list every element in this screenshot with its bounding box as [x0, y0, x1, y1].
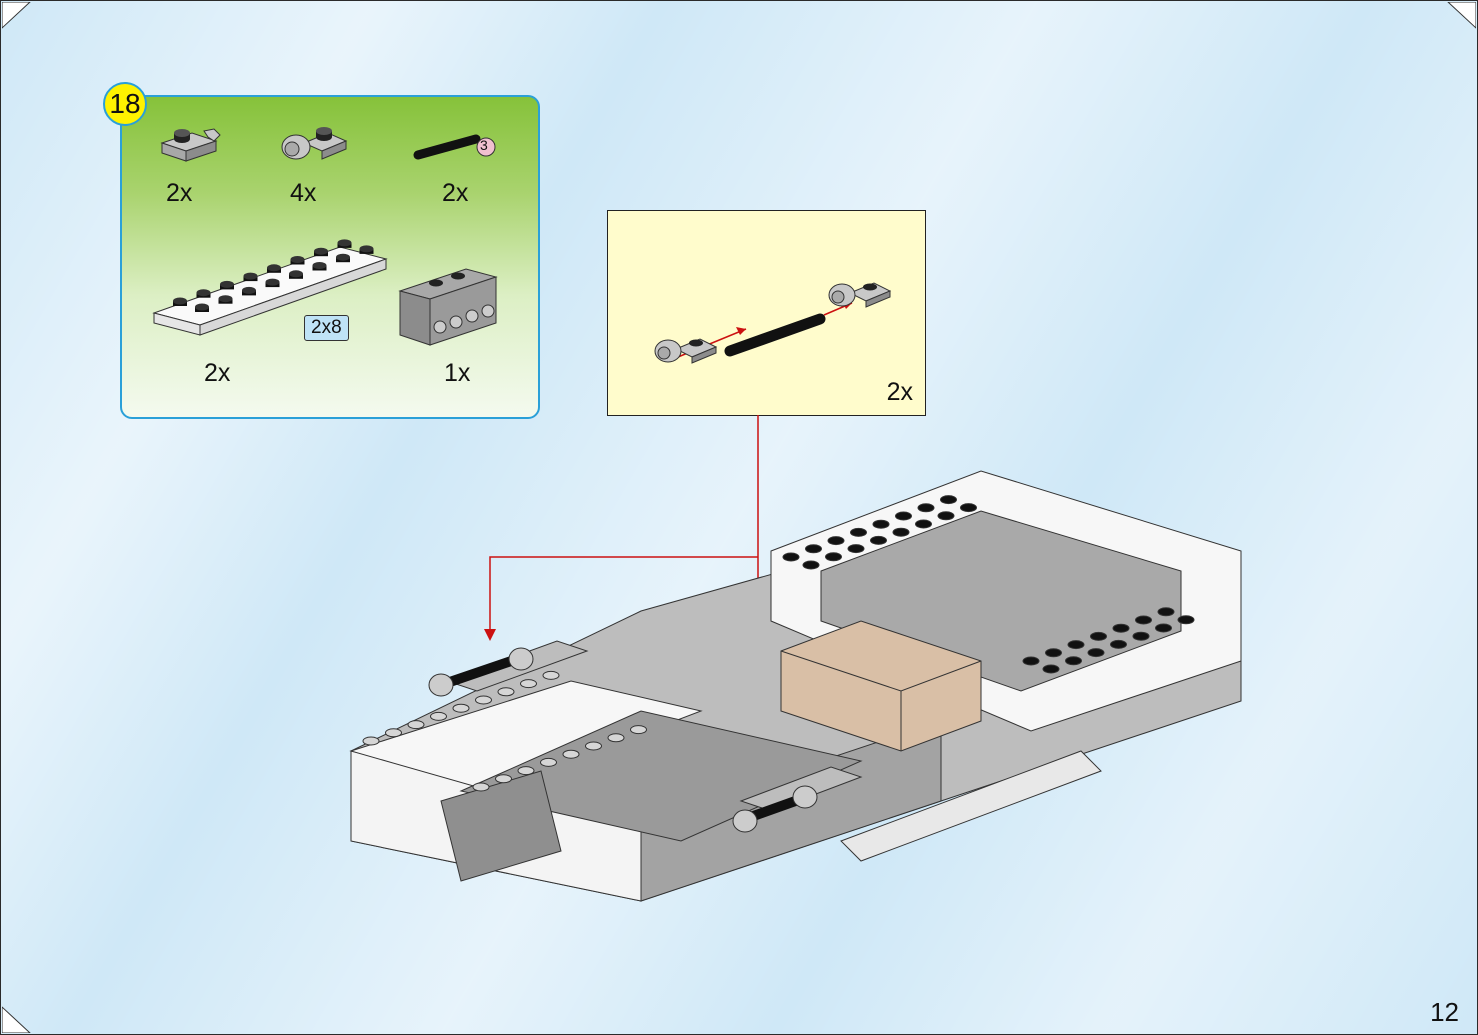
stud-top [289, 270, 303, 278]
model-stud [1135, 615, 1152, 625]
model-stud [1045, 648, 1062, 658]
model-stud [407, 720, 425, 730]
model-stud [1177, 615, 1195, 625]
model-stud [585, 741, 602, 751]
model-stud [362, 736, 380, 746]
model-stud [517, 766, 535, 776]
model-stud [452, 703, 470, 713]
bar-with-socket-plates-assembly-icon [654, 282, 892, 364]
black-bar-part-icon [413, 134, 496, 160]
model-stud [892, 527, 910, 537]
page-number: 12 [1430, 997, 1459, 1027]
model-stud [430, 711, 447, 721]
vehicle-chassis-model-illustration [349, 470, 1242, 902]
part-qty: 2x [166, 179, 193, 207]
stud-top [220, 280, 234, 288]
stud-top [336, 253, 350, 261]
stud-top [290, 256, 305, 263]
model-stud [607, 733, 625, 743]
model-stud [562, 749, 580, 759]
part-qty: 2x [204, 359, 231, 387]
model-stud [520, 679, 537, 689]
model-stud [917, 503, 935, 513]
step-number-badge: 18 [103, 82, 147, 126]
model-stud [1110, 639, 1127, 649]
part-qty: 2x [442, 179, 469, 207]
callout-qty: 2x [886, 378, 913, 406]
stud-top [359, 245, 374, 253]
plate-size-tag: 2x8 [304, 315, 349, 341]
parts-list-panel: 18 2x 4x 3 2x [103, 82, 540, 419]
model-stud [1065, 656, 1082, 666]
corner-marker-top-right [1447, 2, 1476, 29]
model-stud [1022, 656, 1040, 666]
model-stud [847, 544, 865, 554]
plate-with-clip-part-icon [160, 128, 221, 162]
model-stud [497, 687, 515, 697]
stud-top [267, 264, 281, 272]
bar-length-label: 3 [480, 137, 488, 153]
model-stud [1157, 607, 1175, 617]
corner-marker-bottom-left [2, 1006, 31, 1033]
model-stud [782, 552, 800, 562]
stud-top [337, 239, 352, 247]
model-stud [1067, 640, 1085, 650]
model-stud [960, 503, 977, 513]
model-stud [870, 535, 887, 545]
model-stud [802, 560, 820, 570]
model-stud [1087, 648, 1105, 658]
plate-with-ball-socket-part-icon [281, 127, 348, 160]
model-stud [915, 519, 932, 529]
model-stud [1090, 631, 1107, 641]
model-stud [540, 757, 557, 767]
stud-top [173, 297, 187, 305]
model-stud [385, 728, 402, 738]
model-stud [872, 519, 890, 529]
model-stud [1042, 664, 1060, 674]
stud-top [218, 295, 233, 303]
model-stud [475, 695, 492, 705]
stud-top [243, 272, 258, 280]
model-stud [1112, 623, 1130, 633]
corner-marker-top-left [2, 2, 31, 29]
stud-top [196, 289, 211, 297]
technic-bracket-part-icon [398, 268, 498, 346]
model-stud [827, 536, 845, 546]
model-stud [937, 511, 955, 521]
stud-top [314, 247, 328, 255]
part-qty: 4x [290, 179, 317, 207]
stud-top [242, 286, 256, 294]
model-stud [630, 725, 647, 735]
model-stud [472, 782, 490, 792]
white-plate-2x8-part-icon [152, 239, 388, 336]
model-stud [940, 495, 957, 505]
model-stud [495, 774, 512, 784]
model-stud [1132, 631, 1150, 641]
model-stud [850, 527, 867, 537]
part-qty: 1x [444, 359, 471, 387]
sub-assembly-callout: 2x [607, 210, 926, 416]
model-stud [542, 670, 560, 680]
stud-top [195, 303, 209, 311]
stud-top [265, 278, 280, 286]
model-stud [895, 511, 912, 521]
model-stud [805, 544, 822, 554]
stud-top [312, 262, 327, 269]
model-stud [1155, 623, 1172, 633]
model-stud [825, 552, 842, 562]
